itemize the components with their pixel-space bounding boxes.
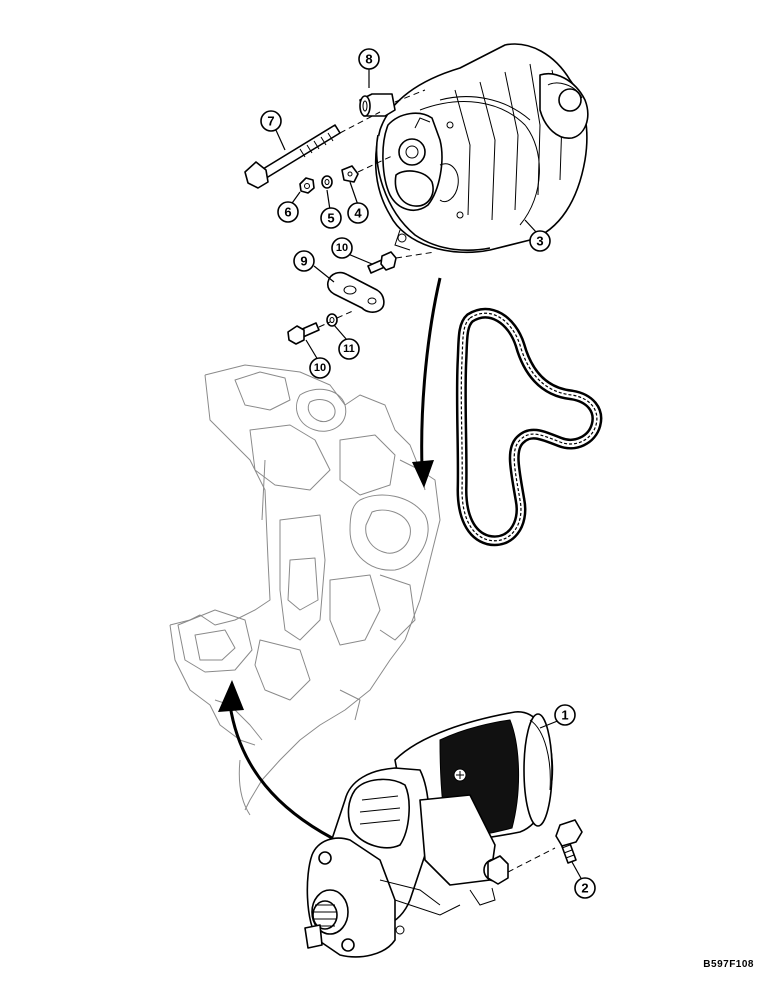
callout-5: 5	[320, 207, 342, 229]
callout-10-upper: 10	[331, 237, 353, 259]
starter-motor	[304, 711, 554, 958]
starter-mounting-bolt	[555, 819, 583, 864]
callout-3: 3	[529, 230, 551, 252]
starter-install-arrow	[218, 680, 333, 840]
svg-text:11: 11	[343, 343, 355, 355]
svg-text:4: 4	[354, 206, 362, 221]
alternator-install-arrow	[412, 277, 442, 488]
svg-text:2: 2	[581, 881, 588, 896]
callout-4: 4	[347, 202, 369, 224]
callout-9: 9	[293, 250, 315, 272]
engine-block-ghost	[169, 364, 441, 816]
callout-1: 1	[554, 704, 576, 726]
alternator	[374, 43, 589, 254]
alignment-lines	[318, 89, 556, 873]
callout-6: 6	[277, 201, 299, 223]
strap-washer	[326, 313, 338, 327]
adjusting-strap	[326, 271, 385, 313]
callout-7: 7	[260, 110, 282, 132]
svg-text:8: 8	[365, 52, 372, 67]
svg-text:9: 9	[300, 254, 307, 269]
svg-text:7: 7	[267, 114, 274, 129]
small-hardware	[299, 165, 359, 194]
strap-bolt-lower	[287, 322, 320, 345]
svg-text:10: 10	[336, 242, 348, 254]
figure-code: B597F108	[703, 959, 754, 970]
spacer-sleeve	[359, 93, 396, 117]
svg-text:6: 6	[284, 205, 291, 220]
svg-text:5: 5	[327, 211, 334, 226]
callout-2: 2	[574, 877, 596, 899]
svg-text:10: 10	[314, 362, 326, 374]
svg-text:1: 1	[561, 708, 568, 723]
callout-10-lower: 10	[309, 357, 331, 379]
svg-text:3: 3	[536, 234, 543, 249]
callout-11: 11	[338, 338, 360, 360]
strap-bolt-upper	[367, 251, 397, 274]
callout-8: 8	[358, 48, 380, 70]
drive-belt	[455, 307, 603, 547]
